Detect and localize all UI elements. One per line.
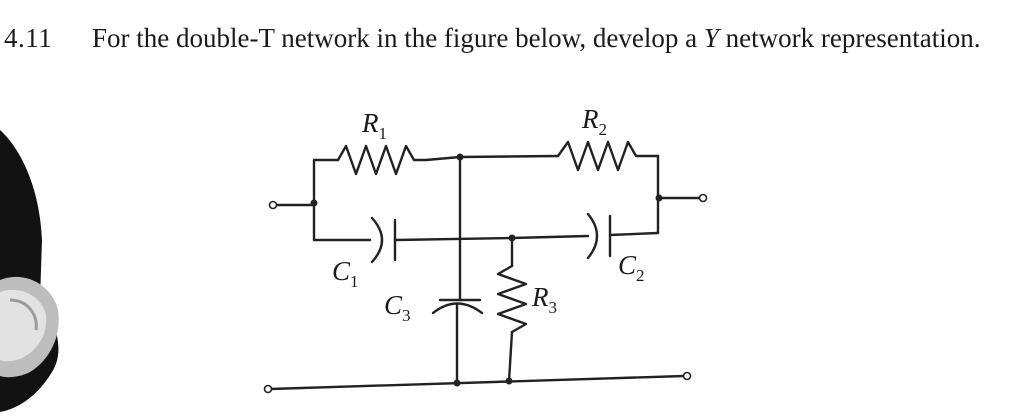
label-r1: R1 (361, 108, 387, 143)
label-c2: C2 (618, 250, 645, 285)
problem-text-before: For the double-T network in the figure b… (92, 23, 704, 53)
problem-text-variable: Y (703, 23, 719, 53)
r2-resistor (556, 140, 660, 172)
bottom-right-terminal[interactable] (682, 371, 692, 381)
label-c1: C1 (332, 256, 359, 291)
label-r1-main: R (361, 108, 379, 138)
c3-curved-plate (431, 302, 484, 315)
label-c2-main: C (618, 250, 637, 280)
left-split-wire (312, 158, 340, 242)
label-r2: R2 (581, 104, 607, 139)
bottom-left-terminal[interactable] (263, 384, 273, 394)
label-c2-sub: 2 (636, 266, 645, 285)
r3-resistor (496, 264, 528, 334)
bottom-node-c3 (453, 379, 461, 387)
input-terminal[interactable] (268, 200, 278, 210)
c1-curved-plate (370, 216, 384, 264)
r1-resistor (336, 144, 428, 176)
label-c3: C3 (384, 290, 411, 325)
label-r3-sub: 3 (549, 298, 558, 317)
label-r3: R3 (531, 282, 557, 317)
problem-statement: For the double-T network in the figure b… (92, 23, 981, 54)
problem-text-after: network representation. (718, 23, 981, 53)
label-c3-main: C (384, 290, 403, 320)
c1-right-wire (393, 236, 514, 242)
c2-left-wire (510, 234, 590, 240)
top-wire-right (458, 154, 560, 159)
output-terminal[interactable] (698, 193, 708, 203)
label-r3-main: R (531, 282, 549, 312)
c2-curved-plate (586, 212, 599, 260)
label-r2-main: R (581, 104, 599, 134)
problem-number: 4.11 (4, 23, 53, 53)
bottom-node-r3 (505, 377, 513, 385)
label-c3-sub: 3 (402, 306, 411, 325)
c2-right-wire (608, 231, 660, 237)
label-r1-sub: 1 (379, 124, 388, 143)
bottom-wire (268, 374, 686, 391)
r3-lower-wire (507, 330, 514, 383)
label-c1-sub: 1 (350, 272, 359, 291)
label-r2-sub: 2 (599, 120, 608, 139)
label-c1-main: C (332, 256, 351, 286)
top-wire-left (424, 155, 462, 162)
